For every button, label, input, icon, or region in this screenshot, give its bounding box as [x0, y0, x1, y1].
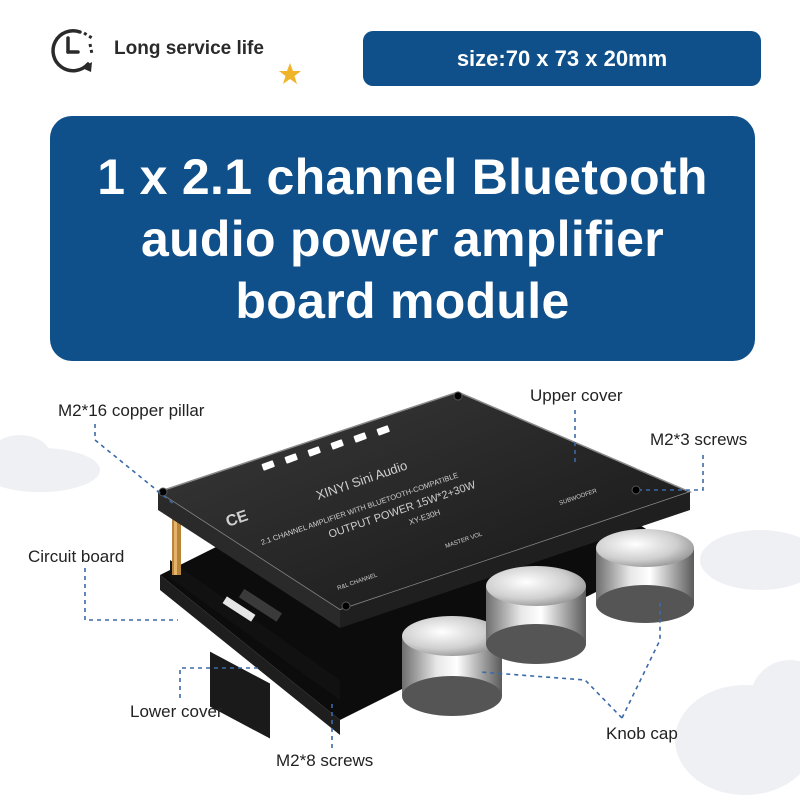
size-badge: size:70 x 73 x 20mm — [363, 31, 761, 86]
cloud-right — [675, 530, 800, 795]
screw-top — [453, 391, 463, 401]
label-knob-cap: Knob cap — [606, 724, 678, 743]
leader-copper-pillar — [94, 424, 176, 506]
title-banner: 1 x 2.1 channel Bluetooth audio power am… — [50, 116, 755, 361]
label-circuit-board: Circuit board — [28, 547, 125, 566]
screw-right — [631, 485, 641, 495]
button-row — [261, 425, 390, 471]
label-m2x3-screws: M2*3 screws — [650, 430, 748, 449]
title-line-3: board module — [235, 272, 570, 329]
leader-circuit-board — [84, 568, 178, 621]
label-lower-cover: Lower cover — [130, 702, 223, 721]
label-upper-cover: Upper cover — [530, 386, 623, 405]
knob-middle — [486, 566, 586, 664]
product-image: XINYI Sini Audio 2.1 CHANNEL AMPLIFIER W… — [0, 370, 800, 800]
ce-mark: CE — [224, 507, 251, 530]
leader-m2x3 — [640, 455, 704, 491]
screw-front — [341, 601, 351, 611]
model-strip — [222, 596, 256, 622]
label-m2x8-screws: M2*8 screws — [276, 751, 374, 770]
label-copper-pillar: M2*16 copper pillar — [58, 401, 205, 420]
clock-icon — [40, 24, 100, 78]
leader-knob-a — [479, 671, 623, 719]
knob-right — [596, 529, 694, 623]
feature-text: Long service life — [114, 38, 264, 59]
leader-knob-b — [621, 600, 661, 719]
circuit-board — [170, 560, 340, 700]
knob-left — [402, 616, 502, 716]
cloud-left — [0, 435, 100, 492]
title-line-1: 1 x 2.1 channel Bluetooth — [97, 148, 708, 205]
leader-lower-cover — [179, 667, 262, 698]
amplifier-illustration: XINYI Sini Audio 2.1 CHANNEL AMPLIFIER W… — [0, 391, 800, 795]
star-icon — [278, 62, 302, 86]
title-line-2: audio power amplifier — [140, 210, 665, 267]
